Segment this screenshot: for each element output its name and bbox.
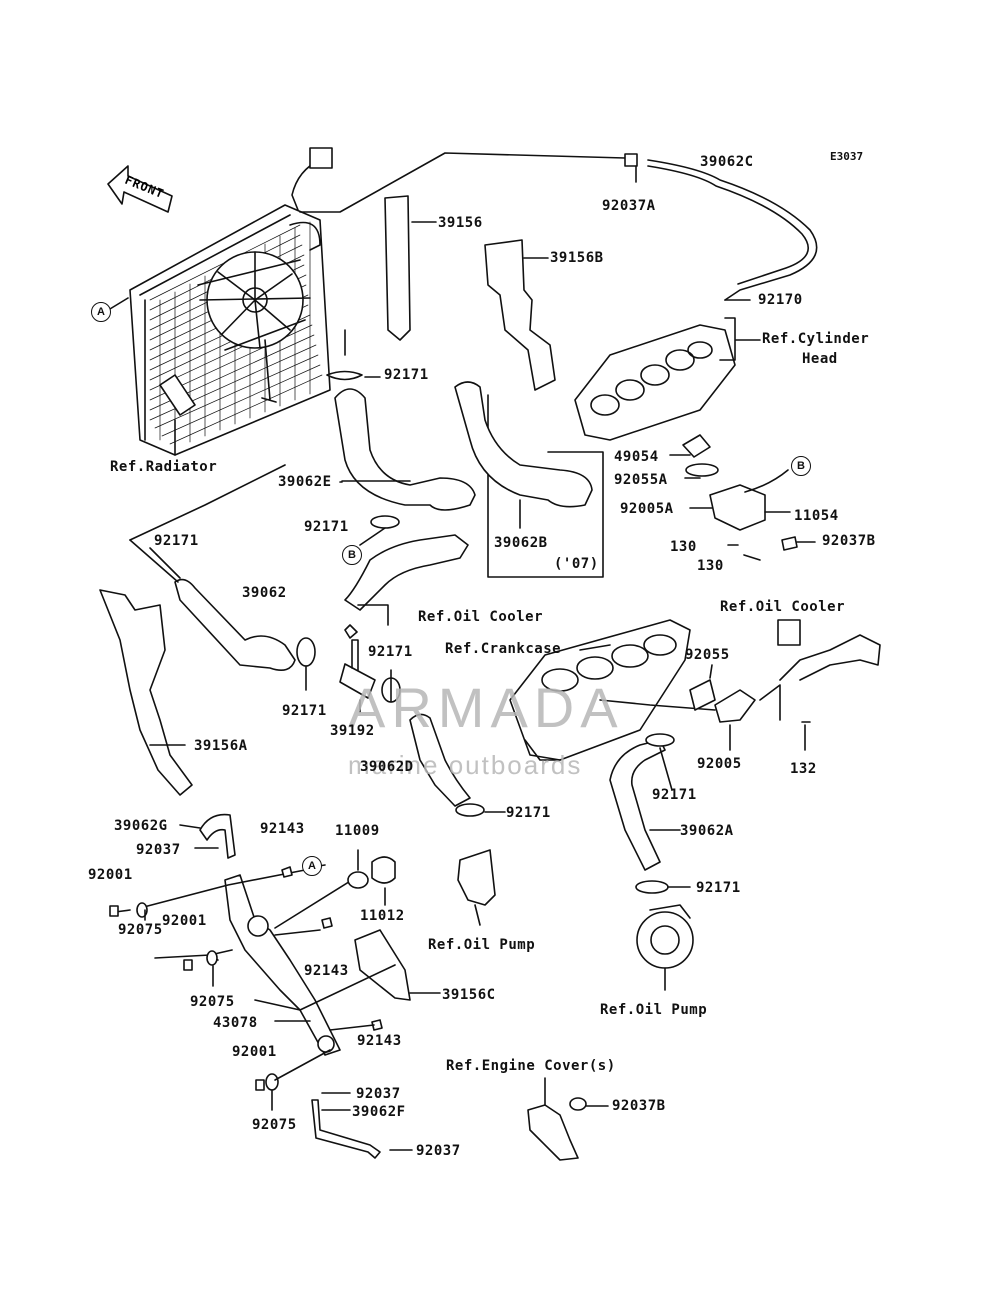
- ref-circle-b: B: [342, 545, 362, 565]
- part-label: 92075: [190, 994, 235, 1010]
- hose-39062C: [299, 152, 818, 301]
- part-label: 92001: [162, 913, 207, 929]
- ref-label: Ref.Radiator: [110, 459, 218, 475]
- part-label: 92037: [356, 1086, 401, 1102]
- part-label: 39062F: [352, 1104, 406, 1120]
- radiator-drawing: [129, 147, 333, 456]
- part-label: 132: [790, 761, 817, 777]
- watermark-brand: ARMADA: [348, 676, 624, 739]
- hose-39062G: [199, 813, 236, 859]
- part-label: 92037B: [612, 1098, 666, 1114]
- part-label: 39192: [330, 723, 375, 739]
- part-label: 11054: [794, 508, 839, 524]
- part-label: 130: [670, 539, 697, 555]
- ref-circle-a: A: [302, 856, 322, 876]
- ref-label: Ref.Cylinder: [762, 331, 870, 347]
- front-arrow-icon: [107, 165, 173, 213]
- plate-39156C: [354, 929, 411, 1001]
- part-label: 39062C: [700, 154, 754, 170]
- hose-39062D: [409, 713, 471, 807]
- ref-circle-a: A: [91, 302, 111, 322]
- hose-39062B: [454, 381, 593, 508]
- part-label: 92005A: [620, 501, 674, 517]
- cylinder-head-drawing: [574, 317, 761, 441]
- part-label: 49054: [614, 449, 659, 465]
- part-label: 92001: [88, 867, 133, 883]
- part-label: 39156C: [442, 987, 496, 1003]
- part-label: 39062G: [114, 818, 168, 834]
- ref-label: Ref.Oil Pump: [428, 937, 536, 953]
- part-label: 11012: [360, 908, 405, 924]
- hose-39062: [174, 578, 296, 671]
- hose-39062F: [311, 1099, 381, 1159]
- part-label: 92171: [282, 703, 327, 719]
- part-label: 39062B: [494, 535, 548, 551]
- part-label: 39062A: [680, 823, 734, 839]
- part-label: 92001: [232, 1044, 277, 1060]
- part-label: 92170: [758, 292, 803, 308]
- strip-39156A: [99, 589, 193, 796]
- part-label: 92171: [304, 519, 349, 535]
- oil-pump-2: [636, 904, 694, 991]
- ref-label: Head: [802, 351, 838, 367]
- watermark-tagline: marine outboards: [348, 750, 583, 780]
- part-label: 39062E: [278, 474, 332, 490]
- part-label: 39062D: [360, 759, 414, 775]
- part-label: 92171: [652, 787, 697, 803]
- box-39062B: [487, 394, 604, 578]
- diagram-code: E3037: [830, 150, 864, 163]
- part-label: 92075: [252, 1117, 297, 1133]
- part-label: 11009: [335, 823, 380, 839]
- part-label: 92171: [506, 805, 551, 821]
- strip-39156B: [484, 239, 556, 391]
- crankcase-drawing: [509, 619, 691, 761]
- part-label: 92055A: [614, 472, 668, 488]
- ref-label: Ref.Crankcase: [445, 641, 562, 657]
- part-label: 92171: [696, 880, 741, 896]
- hose-39062A: [609, 739, 666, 871]
- part-label: 130: [697, 558, 724, 574]
- part-label: 92037: [136, 842, 181, 858]
- ref-label: Ref.Oil Cooler: [720, 599, 846, 615]
- part-label: 92037A: [602, 198, 656, 214]
- strip-39156: [384, 195, 411, 341]
- year-label: ('07): [554, 556, 599, 572]
- part-label: 92037B: [822, 533, 876, 549]
- part-label: 92143: [260, 821, 305, 837]
- part-label: 39156A: [194, 738, 248, 754]
- oil-pump-1: [457, 849, 496, 906]
- part-label: 92171: [154, 533, 199, 549]
- ref-label: Ref.Oil Pump: [600, 1002, 708, 1018]
- part-label: 92055: [685, 647, 730, 663]
- ref-label: Ref.Oil Cooler: [418, 609, 544, 625]
- part-label: 39156: [438, 215, 483, 231]
- part-label: 92143: [357, 1033, 402, 1049]
- hose-39062E: [334, 388, 476, 511]
- part-label: 39062: [242, 585, 287, 601]
- part-label: 92143: [304, 963, 349, 979]
- part-label: 43078: [213, 1015, 258, 1031]
- ref-circle-b: B: [791, 456, 811, 476]
- part-label: 92005: [697, 756, 742, 772]
- part-label: 92075: [118, 922, 163, 938]
- part-label: 92171: [368, 644, 413, 660]
- part-label: 39156B: [550, 250, 604, 266]
- part-label: 92037: [416, 1143, 461, 1159]
- ref-label: Ref.Engine Cover(s): [446, 1058, 616, 1074]
- engine-cover: [527, 1104, 579, 1161]
- part-label: 92171: [384, 367, 429, 383]
